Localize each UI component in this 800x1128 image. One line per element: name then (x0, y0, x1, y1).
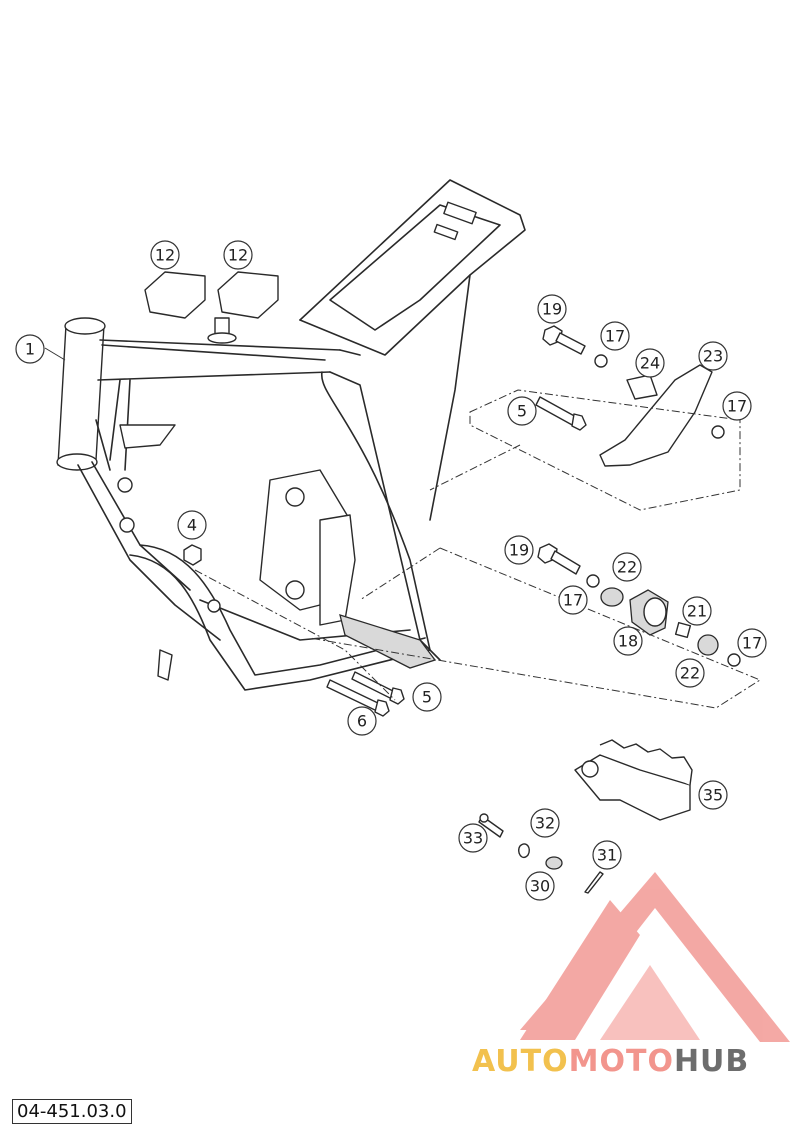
watermark-brand-text: AUTOMOTOHUB (472, 1044, 749, 1079)
callout-23: 23 (698, 341, 728, 371)
callout-17-a: 17 (600, 321, 630, 351)
callouts: 1 12 12 4 5 6 19 17 24 23 5 17 19 22 17 … (15, 240, 767, 901)
callout-22-a: 22 (612, 552, 642, 582)
watermark-moto: MOTO (568, 1044, 674, 1079)
washer-17-b (711, 425, 725, 439)
svg-text:17: 17 (727, 397, 747, 416)
svg-text:21: 21 (687, 602, 707, 621)
bracket-23 (599, 364, 713, 467)
callout-17-d: 17 (737, 628, 767, 658)
svg-text:24: 24 (640, 354, 660, 373)
bolt-5-lower (351, 671, 405, 705)
callout-17-b: 17 (722, 391, 752, 421)
watermark-auto: AUTO (472, 1044, 569, 1079)
callout-31: 31 (592, 840, 622, 870)
svg-text:4: 4 (187, 516, 197, 535)
assembly-outline-upper (469, 389, 741, 511)
callout-5-lower: 5 (412, 682, 442, 712)
callout-4: 4 (177, 510, 207, 540)
callout-35: 35 (698, 780, 728, 810)
diagram-code-label: 04-451.03.0 (12, 1099, 132, 1124)
pad-12-right (217, 271, 279, 319)
bolt-19-middle (537, 543, 581, 575)
svg-text:22: 22 (617, 558, 637, 577)
callout-32: 32 (530, 808, 560, 838)
motorcycle-frame (56, 179, 526, 691)
svg-text:30: 30 (530, 877, 550, 896)
svg-text:32: 32 (535, 814, 555, 833)
washer-30 (545, 856, 563, 870)
washer-17-c (586, 574, 600, 588)
callout-19-middle: 19 (504, 535, 534, 565)
bolt-19-upper (542, 325, 586, 355)
callout-5-upper: 5 (507, 396, 537, 426)
svg-text:1: 1 (25, 340, 35, 359)
callout-19-upper: 19 (537, 294, 567, 324)
callout-17-c: 17 (558, 585, 588, 615)
svg-text:12: 12 (155, 246, 175, 265)
watermark-hub: HUB (673, 1044, 750, 1079)
callout-33: 33 (458, 823, 488, 853)
callout-18: 18 (613, 626, 643, 656)
svg-text:23: 23 (703, 347, 723, 366)
svg-text:35: 35 (703, 786, 723, 805)
bushing-22-b (697, 634, 719, 656)
svg-text:17: 17 (563, 591, 583, 610)
bolt-6 (326, 679, 390, 717)
washer-17-a (594, 354, 608, 368)
svg-text:31: 31 (597, 846, 617, 865)
callout-24: 24 (635, 348, 665, 378)
watermark-logo (520, 872, 790, 1042)
bushing-22-a (600, 587, 624, 607)
footpeg-35 (574, 739, 693, 821)
svg-text:18: 18 (618, 632, 638, 651)
callout-12-left: 12 (150, 240, 180, 270)
svg-text:5: 5 (517, 402, 527, 421)
svg-text:17: 17 (605, 327, 625, 346)
nut-4 (183, 544, 202, 566)
sleeve-21 (674, 621, 692, 639)
callout-21: 21 (682, 596, 712, 626)
svg-text:19: 19 (542, 300, 562, 319)
spring-32 (518, 843, 530, 859)
callout-22-b: 22 (675, 658, 705, 688)
svg-text:5: 5 (422, 688, 432, 707)
svg-text:17: 17 (742, 634, 762, 653)
callout-12-right: 12 (223, 240, 253, 270)
callout-1: 1 (15, 334, 45, 364)
svg-text:19: 19 (509, 541, 529, 560)
svg-text:33: 33 (463, 829, 483, 848)
steering-head-tube (57, 324, 105, 466)
washer-17-d (727, 653, 741, 667)
callout-6: 6 (347, 706, 377, 736)
bolt-5-upper (535, 396, 587, 431)
svg-text:6: 6 (357, 712, 367, 731)
svg-text:22: 22 (680, 664, 700, 683)
pad-12-left (144, 271, 206, 319)
callout-30: 30 (525, 871, 555, 901)
cotter-pin-31 (584, 871, 604, 894)
spacer-24 (626, 374, 658, 400)
svg-text:12: 12 (228, 246, 248, 265)
